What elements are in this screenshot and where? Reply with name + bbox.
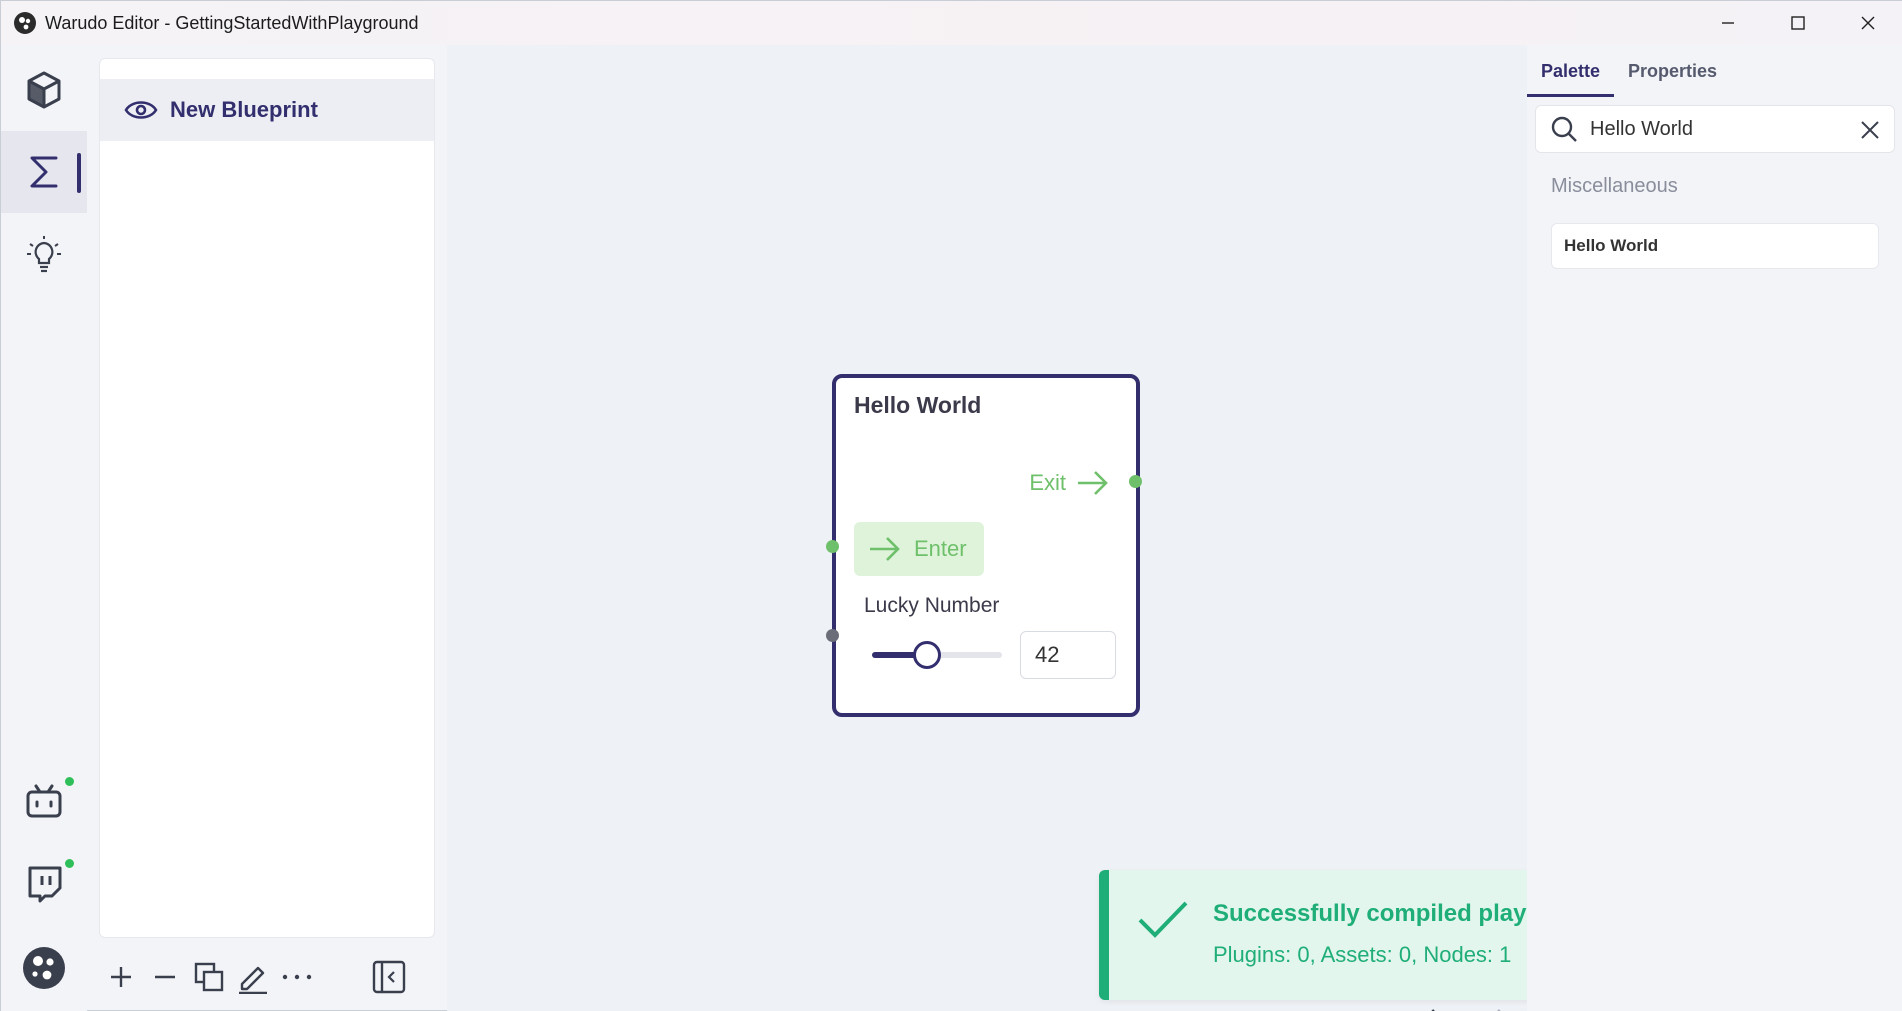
right-panel: Palette Properties Miscellaneous Hello W… bbox=[1527, 45, 1902, 1011]
lucky-number-pin[interactable] bbox=[826, 629, 839, 642]
exit-port[interactable]: Exit bbox=[1029, 470, 1110, 496]
minimize-icon bbox=[1722, 22, 1734, 24]
warudo-logo-icon bbox=[14, 12, 36, 34]
close-window-button[interactable] bbox=[1833, 1, 1902, 45]
maximize-button[interactable] bbox=[1763, 1, 1833, 45]
blueprint-canvas[interactable]: Hello World Exit Enter Lucky Number bbox=[447, 45, 1527, 1011]
active-indicator bbox=[77, 153, 81, 193]
redo-icon bbox=[1497, 1009, 1501, 1011]
list-item-blueprint[interactable]: New Blueprint bbox=[100, 79, 434, 141]
tv-robot-icon bbox=[26, 784, 62, 818]
palette-category: Miscellaneous bbox=[1551, 175, 1678, 197]
check-icon bbox=[1138, 901, 1188, 938]
sigma-icon bbox=[30, 156, 58, 188]
duplicate-blueprint-button[interactable] bbox=[187, 955, 231, 999]
exit-pin[interactable] bbox=[1129, 475, 1142, 488]
clear-search-icon[interactable] bbox=[1860, 120, 1880, 140]
arrow-right-icon bbox=[870, 537, 900, 561]
enter-pin[interactable] bbox=[826, 540, 839, 553]
lucky-number-label: Lucky Number bbox=[864, 594, 1000, 617]
add-blueprint-button[interactable] bbox=[99, 955, 143, 999]
warudo-logo-icon bbox=[23, 947, 65, 989]
slider-thumb[interactable] bbox=[912, 641, 941, 669]
more-options-button[interactable] bbox=[275, 955, 319, 999]
slider-fill bbox=[872, 652, 927, 658]
toast-accent-bar bbox=[1099, 870, 1109, 1000]
collapse-panel-button[interactable] bbox=[367, 955, 411, 999]
enter-port[interactable]: Enter bbox=[854, 522, 984, 576]
rail-item-blueprints[interactable] bbox=[1, 131, 87, 213]
rail-item-app-menu[interactable] bbox=[1, 927, 87, 1009]
search-input[interactable] bbox=[1590, 117, 1850, 141]
remove-icon bbox=[155, 975, 175, 979]
minimize-button[interactable] bbox=[1693, 1, 1763, 45]
blueprint-name: New Blueprint bbox=[170, 97, 318, 122]
rail-item-twitch[interactable] bbox=[1, 843, 87, 925]
redo-button[interactable] bbox=[1471, 1003, 1511, 1011]
lucky-number-input[interactable]: 42 bbox=[1020, 631, 1116, 679]
nav-rail bbox=[1, 45, 87, 1011]
status-dot bbox=[65, 859, 74, 868]
compile-toast: Successfully compiled playground Plugins… bbox=[1099, 870, 1527, 1000]
arrow-right-icon bbox=[1078, 471, 1108, 495]
rail-item-assets[interactable] bbox=[1, 49, 87, 131]
more-icon bbox=[282, 974, 312, 980]
palette-search bbox=[1535, 105, 1895, 153]
remove-blueprint-button[interactable] bbox=[143, 955, 187, 999]
blueprint-toolbar bbox=[99, 953, 435, 1001]
toast-title: Successfully compiled playground bbox=[1213, 900, 1527, 927]
search-icon bbox=[1551, 116, 1577, 142]
tab-properties[interactable]: Properties bbox=[1628, 60, 1718, 81]
rail-item-bilibili[interactable] bbox=[1, 761, 87, 843]
close-icon bbox=[1861, 16, 1875, 30]
window-title: Warudo Editor - GettingStartedWithPlaygr… bbox=[45, 12, 419, 33]
duplicate-icon bbox=[194, 962, 224, 992]
maximize-icon bbox=[1791, 16, 1805, 30]
hello-world-node[interactable]: Hello World Exit Enter Lucky Number bbox=[826, 374, 1142, 717]
eye-icon[interactable] bbox=[124, 98, 158, 122]
enter-label: Enter bbox=[914, 536, 967, 561]
undo-icon bbox=[1431, 1009, 1435, 1011]
lightbulb-icon bbox=[27, 236, 61, 273]
rename-icon bbox=[239, 966, 267, 994]
exit-label: Exit bbox=[1029, 470, 1066, 495]
blueprint-list-panel: New Blueprint bbox=[99, 58, 435, 938]
toast-detail: Plugins: 0, Assets: 0, Nodes: 1 bbox=[1213, 942, 1512, 967]
palette-item-hello-world[interactable]: Hello World bbox=[1551, 223, 1879, 269]
tab-palette[interactable]: Palette bbox=[1527, 45, 1615, 97]
lucky-number-slider[interactable] bbox=[872, 641, 1002, 669]
status-dot bbox=[65, 777, 74, 786]
rail-item-tips[interactable] bbox=[1, 213, 87, 295]
twitch-icon bbox=[28, 866, 62, 903]
panel-tabs: Palette Properties bbox=[1527, 45, 1731, 97]
collapse-panel-icon bbox=[372, 960, 406, 994]
undo-button[interactable] bbox=[1421, 1003, 1461, 1011]
add-icon bbox=[111, 967, 131, 987]
node-title: Hello World bbox=[854, 392, 982, 418]
title-bar: Warudo Editor - GettingStartedWithPlaygr… bbox=[1, 1, 1902, 45]
rename-blueprint-button[interactable] bbox=[231, 955, 275, 999]
cube-icon bbox=[27, 71, 61, 109]
